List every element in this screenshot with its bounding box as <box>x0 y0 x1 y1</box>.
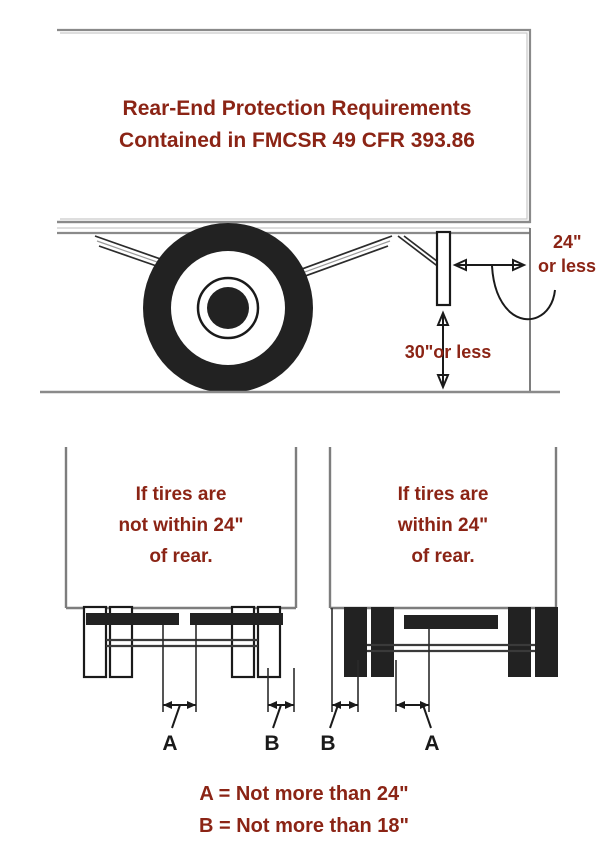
hub-bar <box>190 613 283 625</box>
vertical-dimension-value: 30"or less <box>405 342 492 362</box>
trailer-body <box>57 28 532 235</box>
vertical-dimension-arrow <box>436 310 450 390</box>
left-panel-dimensions <box>162 625 295 729</box>
horizontal-dimension-value-line2: or less <box>538 256 596 276</box>
right-axle-assembly <box>344 607 558 677</box>
left-panel-line2: not within 24" <box>118 515 243 536</box>
right-panel-line2: within 24" <box>397 515 488 536</box>
right-panel-marker-a: A <box>424 732 439 755</box>
trailer-wheel <box>143 223 313 393</box>
left-panel-marker-a: A <box>162 732 177 755</box>
page-title-line1: Rear-End Protection Requirements <box>123 97 472 120</box>
right-panel-line1: If tires are <box>398 484 489 505</box>
right-panel-marker-b: B <box>320 732 335 755</box>
tire-solid <box>371 607 394 677</box>
legend-line-a: A = Not more than 24" <box>199 783 408 805</box>
tire-solid <box>535 607 558 677</box>
left-axle-assembly <box>82 605 283 679</box>
legend-line-b: B = Not more than 18" <box>199 815 409 837</box>
page-title-line2: Contained in FMCSR 49 CFR 393.86 <box>119 129 475 152</box>
center-bar <box>404 615 498 629</box>
left-panel-line3: of rear. <box>149 546 212 567</box>
tire-solid <box>344 607 367 677</box>
tire-solid <box>508 607 531 677</box>
left-panel-marker-b: B <box>264 732 279 755</box>
left-panel-line1: If tires are <box>136 484 227 505</box>
right-panel-line3: of rear. <box>411 546 474 567</box>
horizontal-dimension-value-line1: 24" <box>553 232 582 252</box>
rear-impact-guard-post <box>435 230 452 307</box>
horizontal-dimension-arrow <box>452 258 556 321</box>
hub-bar <box>86 613 179 625</box>
right-panel-dimensions <box>329 608 432 729</box>
